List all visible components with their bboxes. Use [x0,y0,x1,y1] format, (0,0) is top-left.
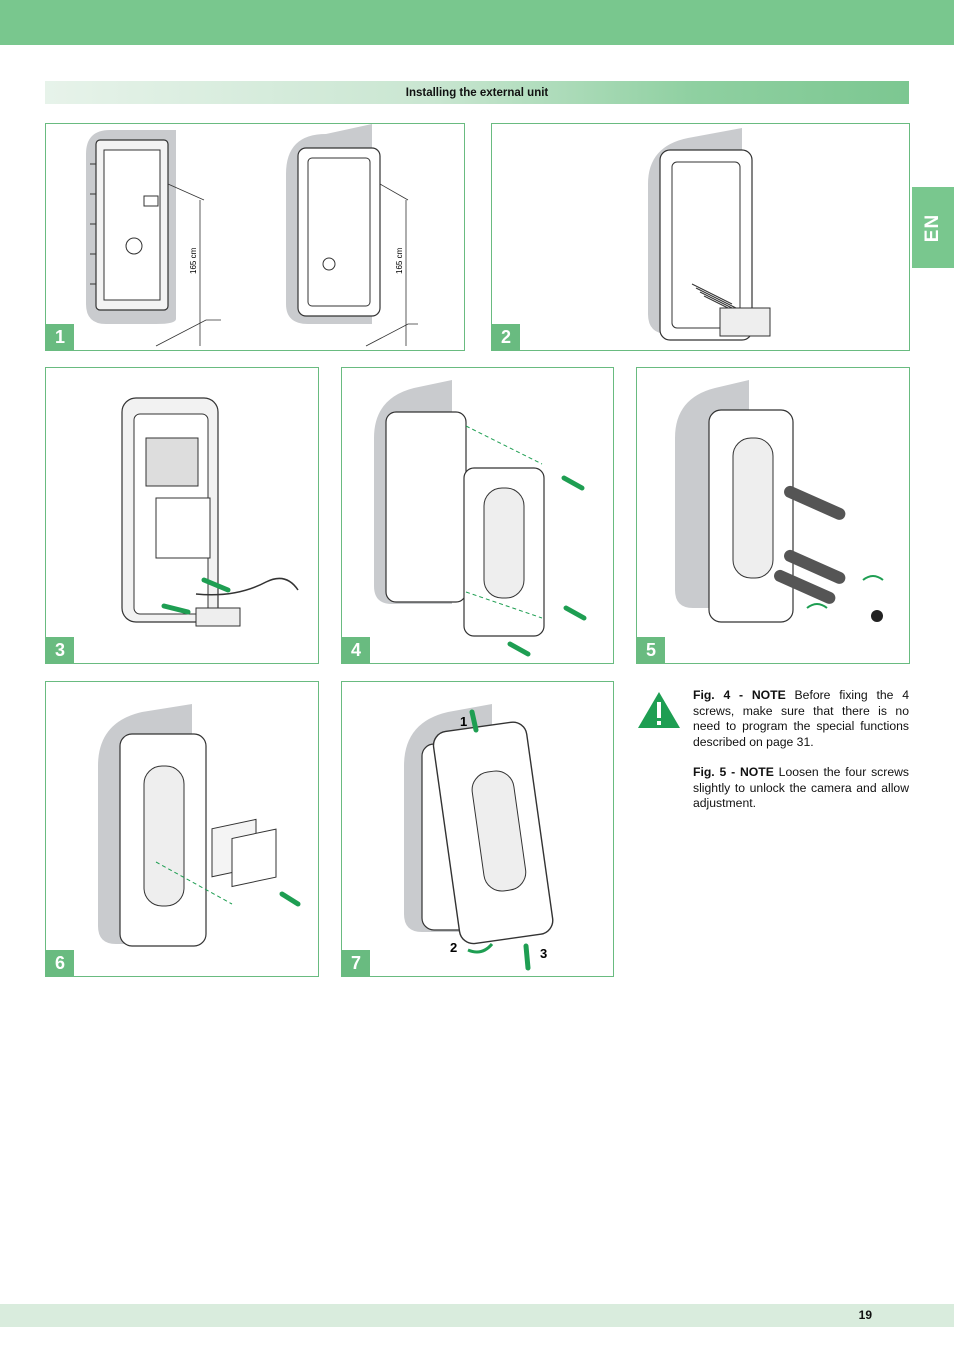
step-label-2: 2 [450,940,457,955]
figure-6-illustration [98,704,301,947]
figure-6-panel: 6 [45,681,319,977]
language-tab[interactable]: EN [912,187,954,268]
figure-5-panel: 5 [636,367,910,664]
step-label-1: 1 [460,714,467,729]
figure-number: 3 [46,637,74,663]
note-text: Before fixing the 4 screws, make sure th… [693,688,910,749]
footer-band: 19 [0,1304,954,1327]
note-title: Fig. 4 - NOTE [693,688,786,702]
language-tab-label: EN [922,213,943,242]
height-label-right: 165 cm [395,247,404,274]
figure-5-illustration [675,380,884,623]
note-text: Loosen the four screws slightly to unloc… [693,765,909,810]
figure-number: 7 [342,950,370,976]
section-title: Installing the external unit [405,86,549,99]
figure-number: 5 [637,637,665,663]
warning-triangle-icon [638,692,680,728]
note-title: Fig. 5 - NOTE [693,765,774,779]
figure-7-illustration: 1 2 3 [404,704,554,971]
step-label-3: 3 [540,946,547,961]
note-fig-4: Fig. 4 - NOTE Before fixing the 4 screws… [693,688,909,750]
section-title-bar: Installing the external unit [45,81,909,104]
figure-4-illustration [374,380,587,657]
figure-number: 6 [46,950,74,976]
figure-2-illustration [648,128,771,341]
figure-3-panel: 3 [45,367,319,664]
figure-3-illustration [121,397,299,627]
figure-2-panel: 2 [491,123,910,351]
note-fig-5: Fig. 5 - NOTE Loosen the four screws sli… [693,765,909,812]
figure-1-illustration: 165 cm 165 cm [86,124,418,347]
figure-7-panel: 1 2 3 7 [341,681,614,977]
figure-number: 2 [492,324,520,350]
height-label-left: 165 cm [189,247,198,274]
figure-1-panel: 165 cm 165 cm 1 [45,123,465,351]
figure-number: 4 [342,637,370,663]
figure-4-panel: 4 [341,367,614,664]
figure-number: 1 [46,324,74,350]
page-number: 19 [858,1308,872,1322]
top-header-band [0,0,954,45]
